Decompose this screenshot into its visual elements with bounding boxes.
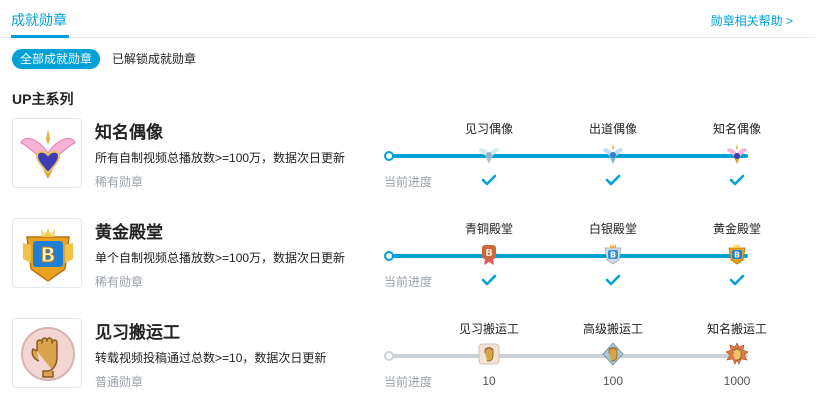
progress-label: 当前进度 bbox=[384, 175, 433, 189]
check-icon bbox=[729, 174, 745, 186]
check-icon bbox=[605, 274, 621, 286]
level-name: 高级搬运工 bbox=[582, 322, 643, 336]
progress-label: 当前进度 bbox=[384, 375, 433, 389]
winged-heart-badge-icon bbox=[20, 129, 76, 179]
filter-all-badges-button[interactable]: 全部成就勋章 bbox=[12, 49, 101, 69]
progress-start-dot bbox=[384, 351, 394, 361]
badge-rarity: 普通勋章 bbox=[95, 375, 144, 389]
badge-image-idol bbox=[12, 118, 82, 188]
bronze-hall-badge-icon: B bbox=[482, 245, 496, 265]
level-count: 100 bbox=[602, 374, 624, 388]
fist-bronze-icon bbox=[478, 343, 500, 365]
badge-description: 所有自制视频总播放数>=100万，数据次日更新 bbox=[95, 151, 346, 165]
badge-title: 知名偶像 bbox=[95, 123, 163, 142]
badge-description: 单个自制视频总播放数>=100万，数据次日更新 bbox=[95, 251, 346, 265]
badge-rarity: 稀有勋章 bbox=[95, 175, 144, 189]
badge-row-porter: 见习搬运工 转载视频投稿通过总数>=10，数据次日更新 普通勋章 当前进度 见习… bbox=[0, 318, 815, 408]
winged-badge-blue-icon bbox=[603, 144, 623, 164]
active-tab-indicator bbox=[11, 35, 69, 38]
filter-unlocked-badges-button[interactable]: 已解锁成就勋章 bbox=[112, 52, 197, 66]
tab-achievement-badges[interactable]: 成就勋章 bbox=[11, 12, 67, 28]
svg-text:B: B bbox=[485, 248, 493, 259]
badge-rarity: 稀有勋章 bbox=[95, 275, 144, 289]
fist-badge-icon bbox=[21, 327, 75, 381]
winged-badge-gold-icon bbox=[727, 144, 747, 164]
progress-track bbox=[388, 254, 748, 258]
golden-hall-badge-icon: B bbox=[23, 228, 73, 282]
svg-text:B: B bbox=[610, 251, 616, 260]
level-name: 见习偶像 bbox=[464, 122, 513, 136]
badge-title: 黄金殿堂 bbox=[95, 223, 163, 242]
progress-label: 当前进度 bbox=[384, 275, 433, 289]
svg-text:B: B bbox=[40, 243, 55, 267]
progress-start-dot bbox=[384, 251, 394, 261]
badge-row-idol: 知名偶像 所有自制视频总播放数>=100万，数据次日更新 稀有勋章 当前进度 见… bbox=[0, 118, 815, 208]
header-tabs: 成就勋章 勋章相关帮助 > bbox=[0, 0, 815, 38]
fist-gold-icon bbox=[725, 342, 749, 365]
level-name: 出道偶像 bbox=[588, 122, 637, 136]
level-name: 见习搬运工 bbox=[458, 322, 519, 336]
section-title: UP主系列 bbox=[12, 91, 74, 107]
fist-silver-icon bbox=[602, 342, 624, 366]
badge-title: 见习搬运工 bbox=[95, 323, 180, 342]
level-name: 青铜殿堂 bbox=[464, 222, 513, 236]
progress-start-dot bbox=[384, 151, 394, 161]
check-icon bbox=[729, 274, 745, 286]
gold-hall-badge-icon: B bbox=[728, 243, 746, 265]
badge-description: 转载视频投稿通过总数>=10，数据次日更新 bbox=[95, 351, 327, 365]
level-name: 知名搬运工 bbox=[706, 322, 767, 336]
level-count: 10 bbox=[482, 374, 496, 388]
progress-track bbox=[388, 354, 748, 358]
check-icon bbox=[481, 274, 497, 286]
progress-track bbox=[388, 154, 748, 158]
badge-image-golden-hall: B bbox=[12, 218, 82, 288]
svg-text:B: B bbox=[734, 251, 740, 260]
level-name: 黄金殿堂 bbox=[712, 222, 761, 236]
level-count: 1000 bbox=[723, 374, 751, 388]
badge-help-link[interactable]: 勋章相关帮助 > bbox=[710, 14, 793, 28]
badge-image-porter bbox=[12, 318, 82, 388]
silver-hall-badge-icon: B bbox=[604, 243, 622, 265]
winged-badge-silver-icon bbox=[479, 148, 499, 164]
badge-row-golden-hall: B 黄金殿堂 单个自制视频总播放数>=100万，数据次日更新 稀有勋章 当前进度… bbox=[0, 218, 815, 308]
check-icon bbox=[481, 174, 497, 186]
check-icon bbox=[605, 174, 621, 186]
level-name: 知名偶像 bbox=[712, 122, 761, 136]
level-name: 白银殿堂 bbox=[588, 222, 637, 236]
